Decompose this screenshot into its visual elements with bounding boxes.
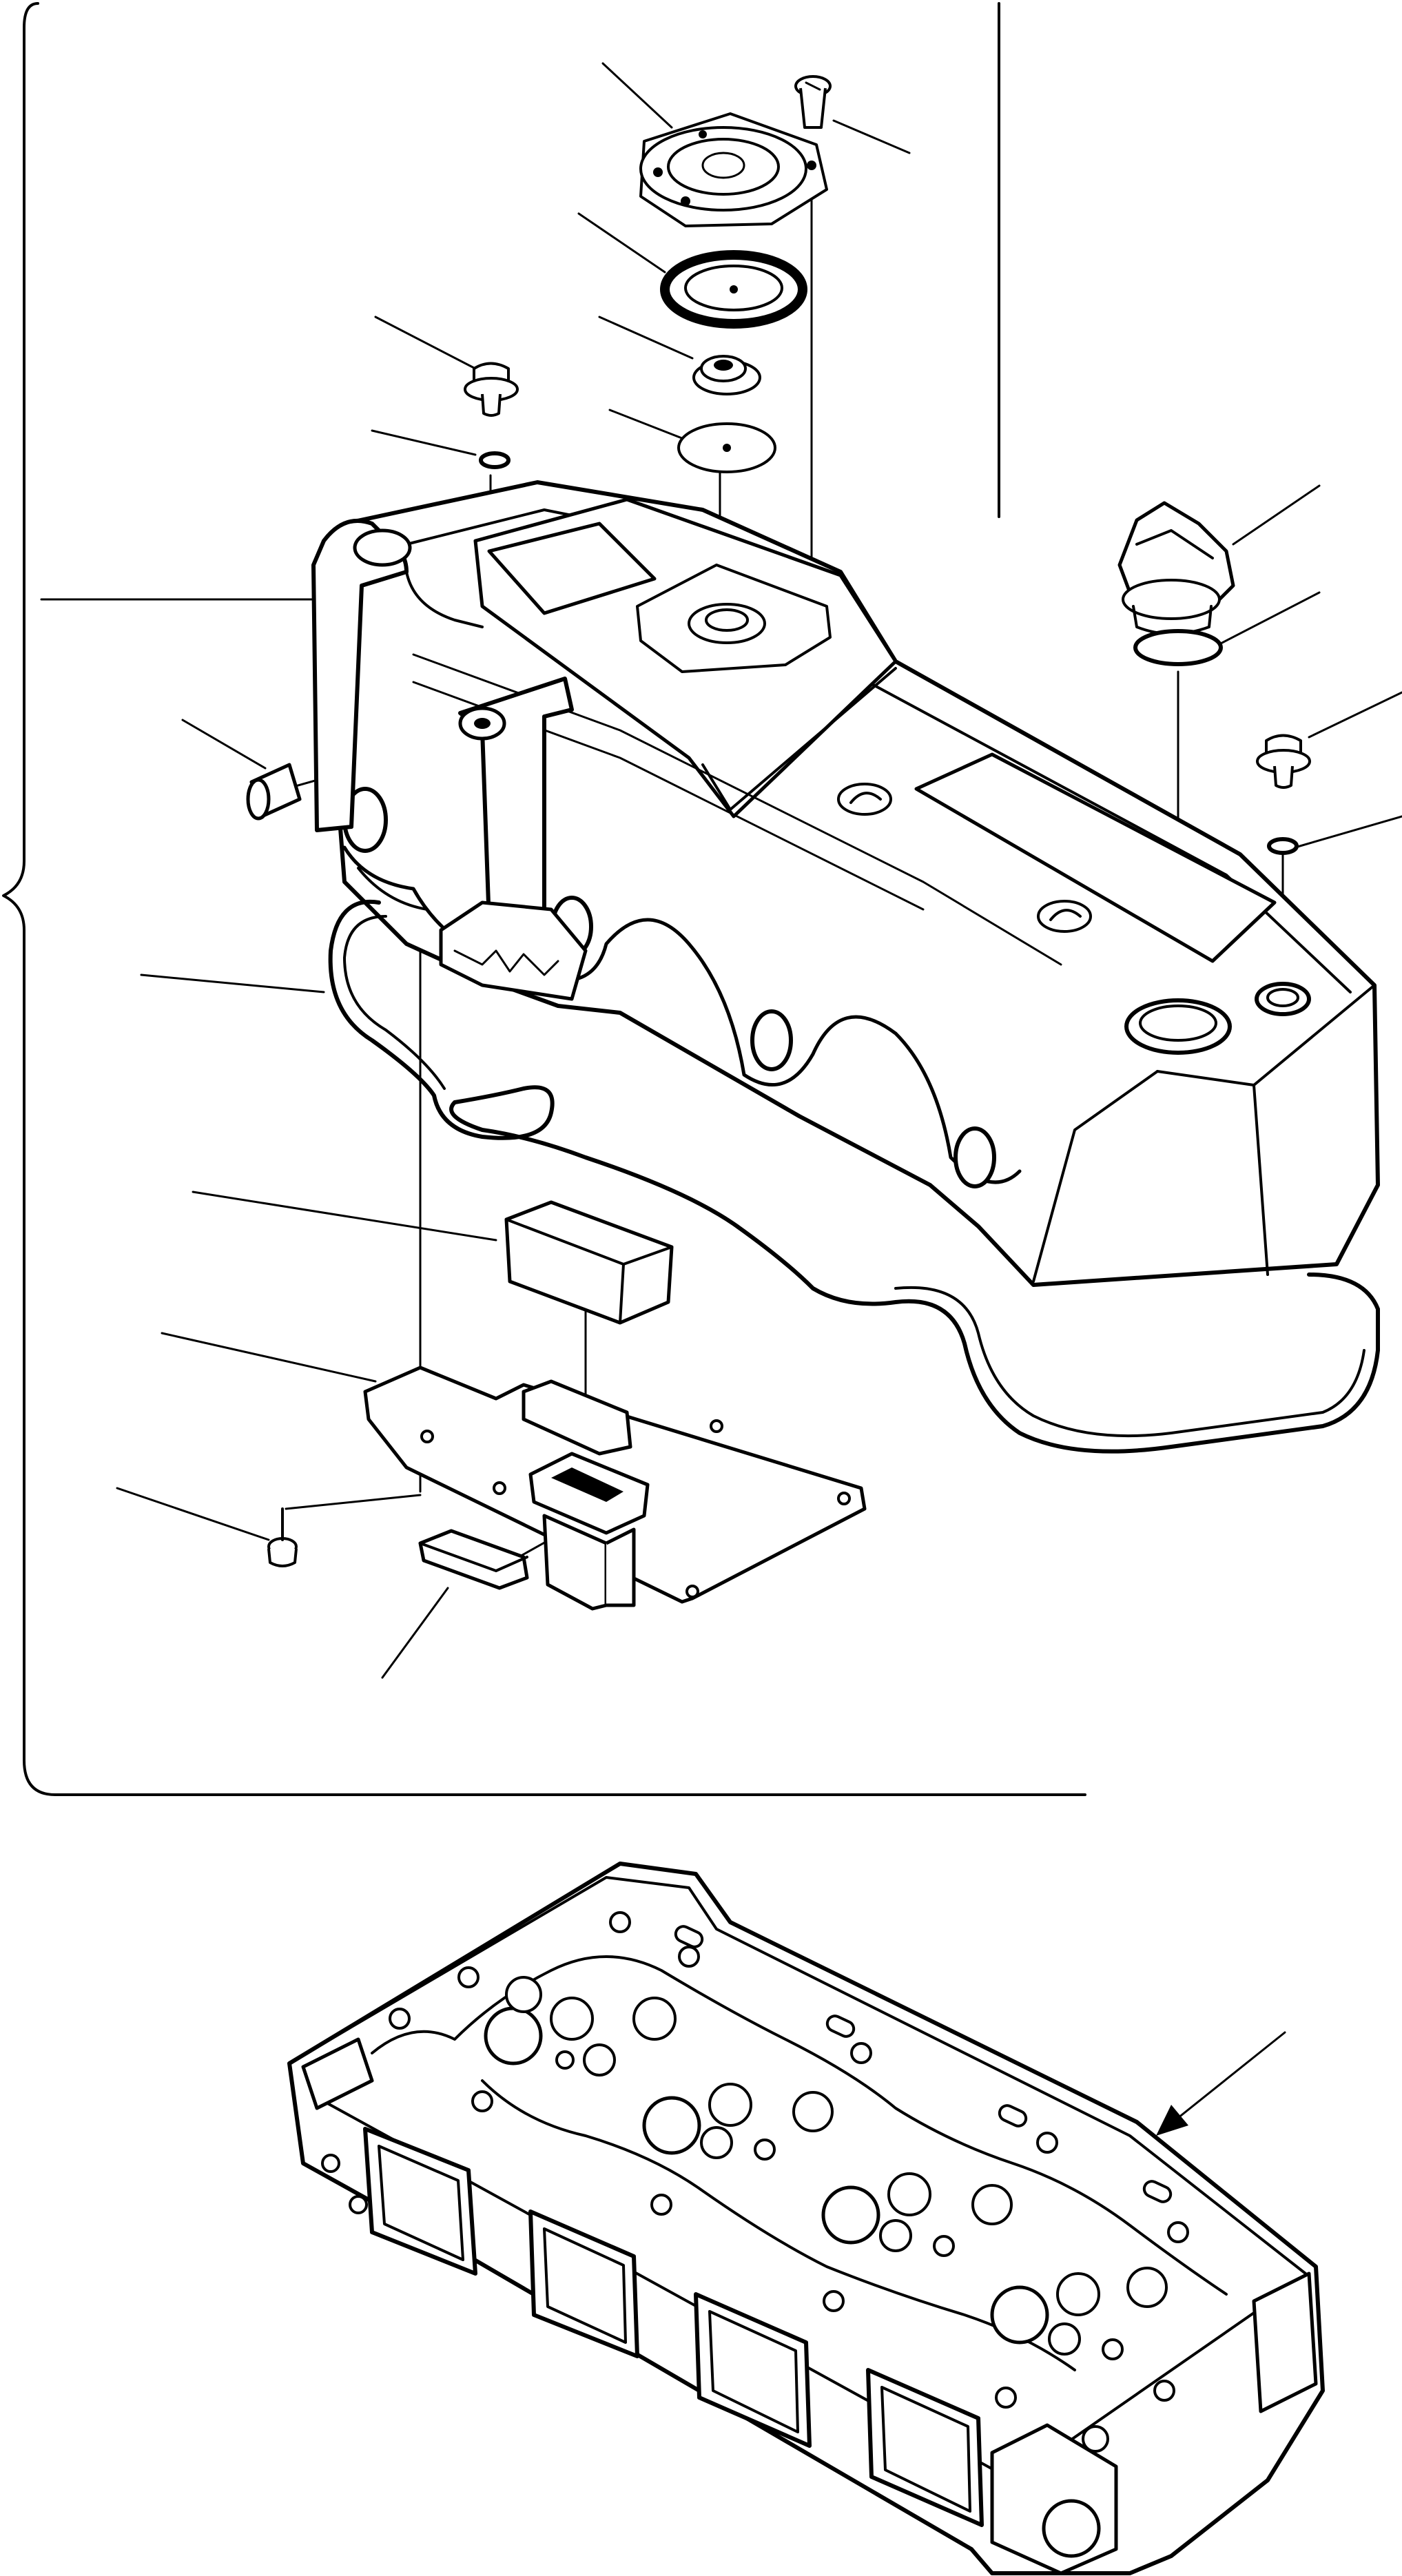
leader-arrowhead — [1156, 2105, 1188, 2136]
flange-bolt-right — [1256, 734, 1311, 789]
leader-o-ring-left — [371, 429, 477, 456]
leader-oil-filler-cap — [1232, 484, 1321, 546]
leader-lines — [40, 62, 1402, 2130]
group-frame — [2, 2, 1086, 1796]
cover-screw — [794, 75, 832, 129]
leader-rubber-cap — [181, 719, 267, 770]
leader-foam-block — [192, 1191, 497, 1241]
filler-cap-o-ring — [1133, 629, 1223, 666]
plate-screw — [267, 1507, 298, 1567]
leader-cover-screw — [832, 119, 911, 154]
head-cover-gasket — [328, 899, 1380, 1454]
leader-breather-plate — [608, 409, 690, 442]
cylinder-1-valves — [484, 1976, 677, 2077]
breather-spring — [692, 355, 761, 395]
breather-diaphragm — [660, 250, 807, 329]
head-bolt-holes — [389, 1911, 1189, 2409]
leader-breather-cover — [601, 62, 673, 129]
cylinder-3-valves — [821, 2172, 1013, 2257]
leader-breather-diaphragm — [577, 212, 666, 274]
head-cover — [329, 480, 1380, 1287]
leader-flange-bolt-left — [374, 316, 477, 370]
o-ring-right — [1267, 837, 1299, 855]
oil-filler-cap — [1117, 501, 1235, 635]
leader-flange-bolt-right — [1308, 691, 1402, 739]
leader-small-pad — [381, 1587, 449, 1679]
cylinder-2-valves — [642, 2083, 834, 2161]
leader-breather-spring — [598, 316, 694, 360]
cylinder-head — [287, 1862, 1325, 2575]
o-ring-left — [479, 451, 511, 469]
leader-o-ring-right — [1294, 815, 1402, 849]
cylinder-4-valves — [990, 2267, 1168, 2360]
flange-bolt-left — [464, 362, 519, 417]
breather-plate — [677, 422, 776, 473]
foam-block — [504, 1200, 674, 1325]
rubber-cap — [246, 763, 302, 821]
breather-cover — [639, 112, 828, 227]
coolant-slots — [674, 1925, 1173, 2203]
leader-control-plate — [161, 1332, 377, 1383]
leader-head-cover-gasket — [140, 973, 325, 993]
leader-plate-screw — [116, 1487, 270, 1541]
small-pad — [418, 1529, 529, 1590]
breather-hose — [311, 518, 588, 1001]
leader-filler-cap-o-ring — [1218, 591, 1321, 646]
harness-connector — [522, 1379, 650, 1611]
leader-cylinder-head — [1163, 2031, 1286, 2130]
